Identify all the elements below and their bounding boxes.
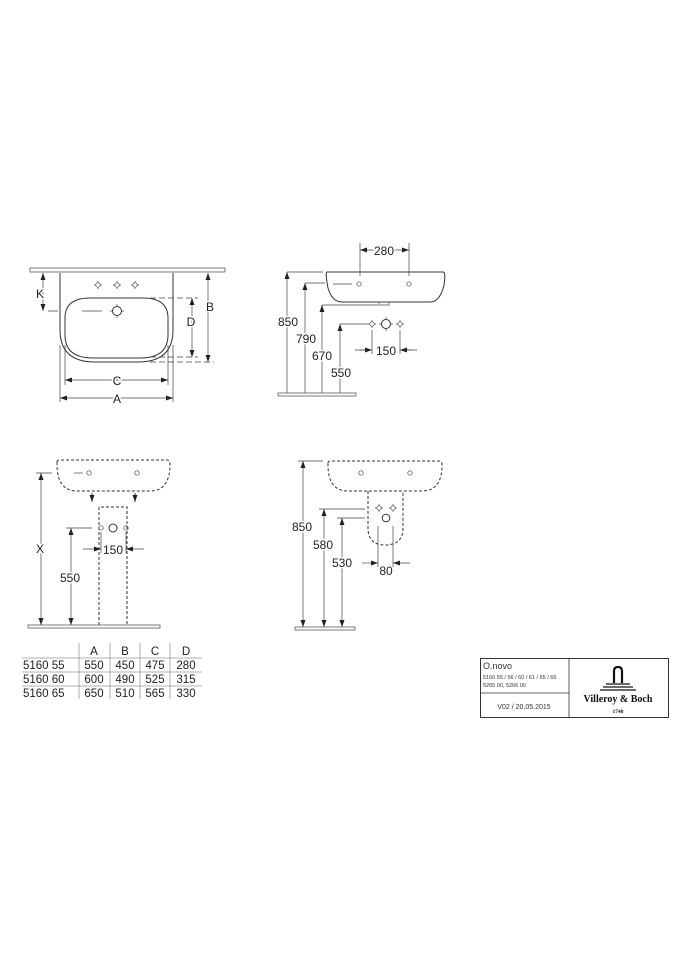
dim-d: D [187,315,196,329]
semi-pedestal-outline [367,491,404,546]
dim-670: 670 [312,349,332,363]
cell: 510 [115,688,134,700]
cell: 600 [84,674,103,686]
basin-outline [327,460,443,492]
cell: 650 [84,688,103,700]
dim-b: B [206,300,214,314]
row-code: 5160 55 [23,660,65,672]
dim-150: 150 [103,543,123,557]
pedestal-outline [98,506,128,625]
cell: 475 [145,660,164,672]
product-codes-2: 5265 00, 5266 00 [483,683,526,689]
product-name: O.novo [483,661,512,671]
cell: 280 [176,660,195,672]
table-row: 5160 60 600 490 525 315 [23,674,196,686]
table-row: 5160 65 650 510 565 330 [23,688,196,700]
waste-icon [381,513,391,523]
row-code: 5160 60 [23,674,65,686]
dim-a: A [113,392,121,406]
wall [29,267,226,273]
waste-icon [378,316,394,332]
col-header-d: D [182,646,190,658]
valve-icon [395,319,405,329]
tap-hole-icon [130,280,140,290]
basin-outline [56,459,171,492]
valve-icon [367,319,377,329]
dim-x: X [36,542,44,556]
basin-profile [325,271,446,303]
dim-k: K [36,287,44,301]
dim-850: 850 [292,520,312,534]
overflow-icon [109,303,125,319]
cell: 565 [145,688,164,700]
floor [277,392,357,397]
side-view: 280 850 790 670 550 150 [276,243,446,397]
floor [294,626,356,631]
dim-790: 790 [296,332,316,346]
semi-pedestal-view: 850 580 530 80 [290,460,443,631]
dim-550: 550 [60,571,80,585]
pedestal-view: X 550 150 [27,459,171,629]
valve-icon [388,503,398,513]
brand-name: Villeroy & Boch [584,694,653,705]
cell: 490 [115,674,134,686]
dim-530: 530 [332,556,352,570]
basin-outline [59,273,174,363]
tap-hole-icon [93,280,103,290]
cell: 525 [145,674,164,686]
floor [27,624,161,629]
col-header-b: B [121,646,129,658]
col-header-a: A [90,646,98,658]
row-code: 5160 65 [23,688,65,700]
product-codes: 5160 55 / 56 / 60 / 61 / 65 / 66 [483,675,556,681]
cell: 330 [176,688,195,700]
dim-580: 580 [313,538,333,552]
table-row: 5160 55 550 450 475 280 [23,660,196,672]
villeroy-boch-logo: Villeroy & Boch 1748 [584,665,653,715]
dimension-table: A B C D 5160 55 550 450 475 280 5160 60 … [22,643,202,700]
dim-850: 850 [278,315,298,329]
brand-year: 1748 [613,709,624,715]
valve-icon [374,503,384,513]
dim-150: 150 [376,344,396,358]
dim-550: 550 [331,366,351,380]
plan-view: K D B C A [29,267,226,408]
dim-80: 80 [379,564,393,578]
cell: 315 [176,674,195,686]
title-block: O.novo 5160 55 / 56 / 60 / 61 / 65 / 66 … [480,658,669,718]
dim-c: C [113,374,122,388]
basin-bowl [64,297,169,359]
version-date: V02 / 20.05.2015 [497,704,550,711]
col-header-c: C [151,646,159,658]
cell: 550 [84,660,103,672]
cell: 450 [115,660,134,672]
tap-hole-icon [112,280,122,290]
dim-280: 280 [374,244,394,258]
